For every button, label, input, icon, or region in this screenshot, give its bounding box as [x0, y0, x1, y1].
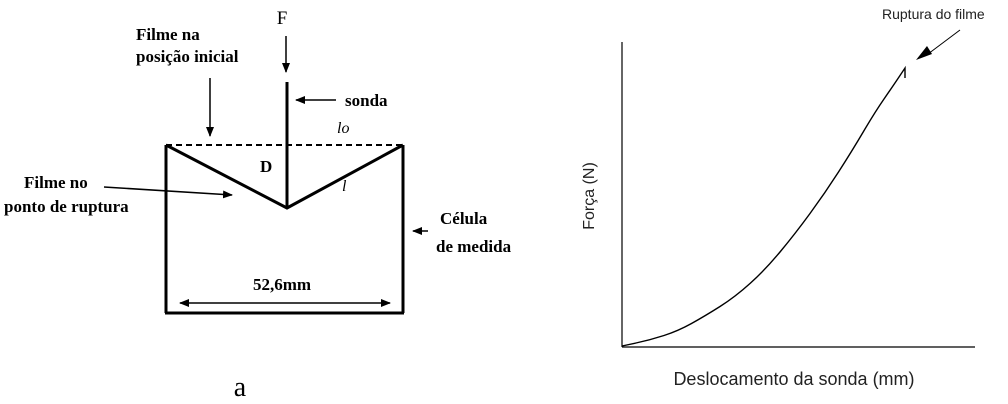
initial-position-label-line2: posição inicial	[136, 47, 239, 66]
cell-label-line2: de medida	[436, 237, 512, 256]
force-displacement-chart: Ruptura do filme Força (N) Deslocamento …	[581, 6, 985, 389]
force-label: F	[277, 8, 288, 29]
probe-diagram: F Filme na posição inicial sonda lo D l …	[4, 8, 512, 403]
rupture-point-label-line1: Filme no	[24, 173, 88, 192]
panel-label: a	[234, 372, 247, 403]
rupture-point-arrow	[103, 186, 233, 199]
y-axis-label: Força (N)	[581, 162, 598, 230]
lo-label: lo	[337, 120, 349, 137]
rupture-annotation-arrowhead	[916, 46, 932, 60]
width-label: 52,6mm	[253, 275, 311, 294]
x-axis-label: Deslocamento da sonda (mm)	[673, 369, 914, 389]
rupture-annotation-line	[927, 29, 961, 55]
l-label: l	[342, 178, 347, 195]
d-label: D	[260, 157, 272, 176]
rupture-point-label-line2: ponto de ruptura	[4, 197, 129, 216]
rupture-annotation-label: Ruptura do filme	[882, 6, 985, 22]
force-curve	[621, 65, 906, 347]
film-rupture-shape	[165, 143, 404, 210]
initial-position-label-line1: Filme na	[136, 25, 200, 44]
cell-label-line1: Célula	[440, 209, 488, 228]
probe-label: sonda	[345, 91, 388, 110]
